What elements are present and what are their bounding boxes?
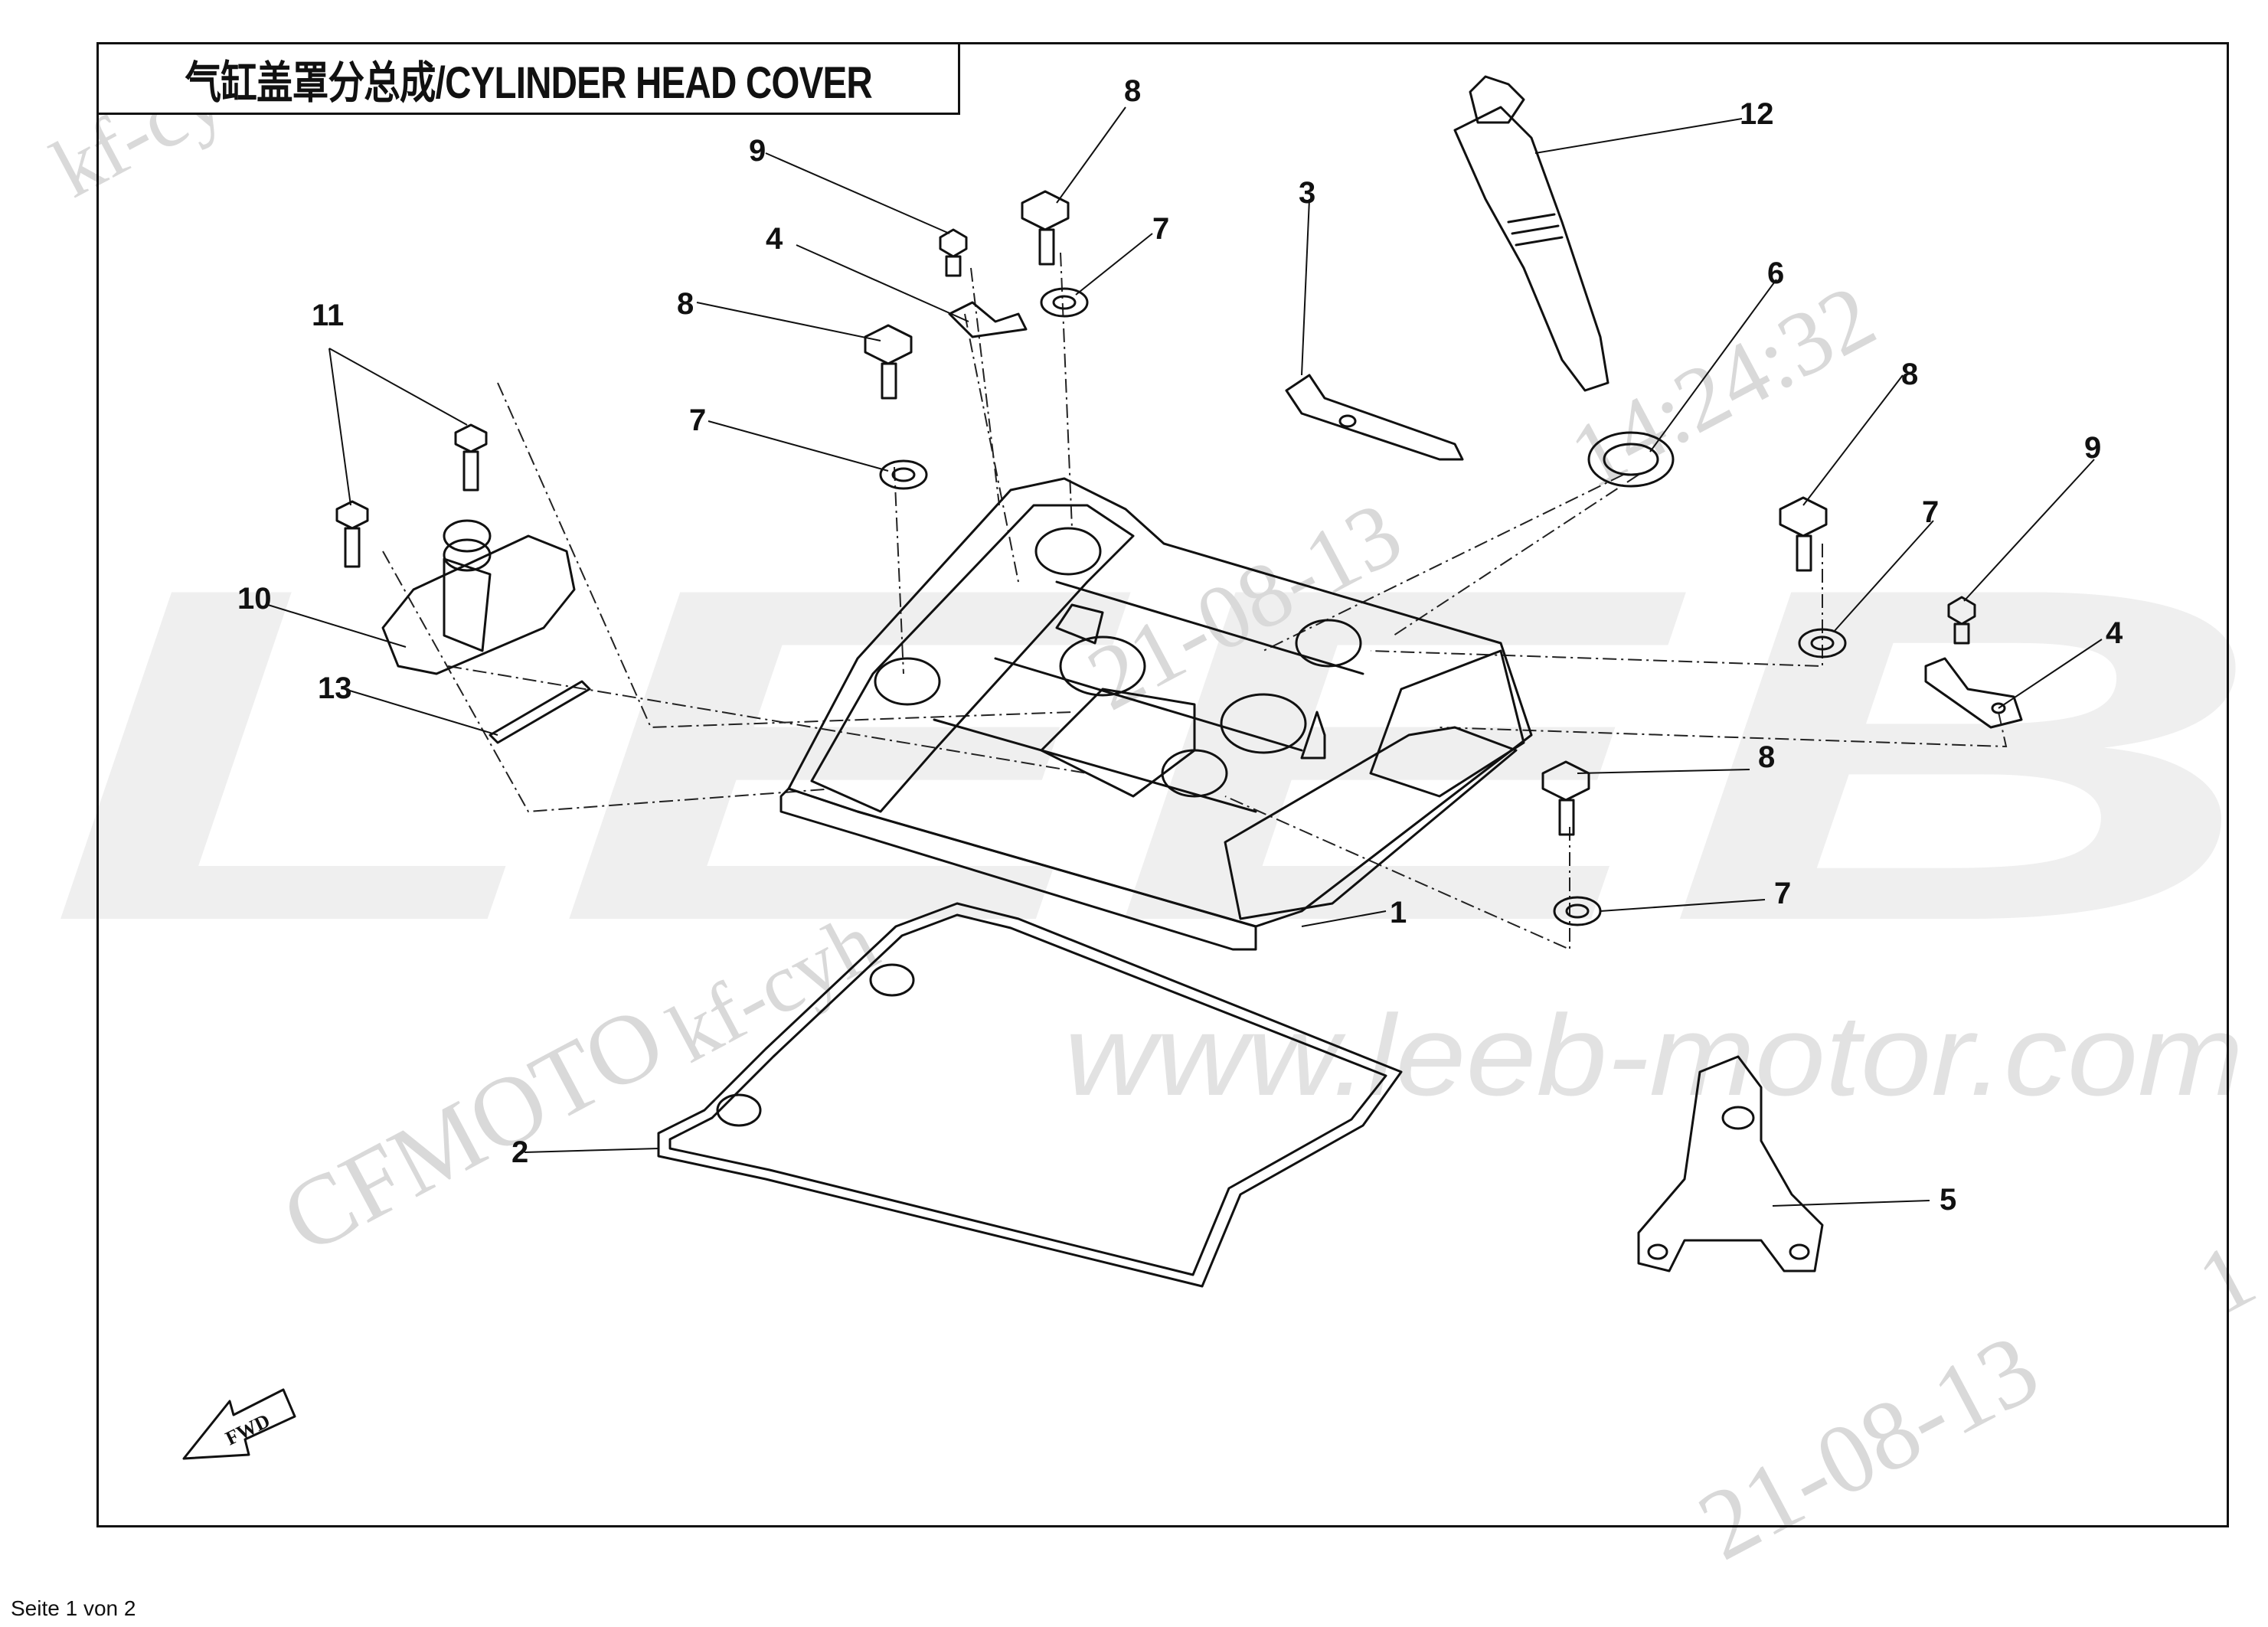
bolt-part-9-upper [939,228,968,277]
callout-labels: 1 2 3 4 4 5 6 7 7 7 7 8 8 8 8 9 9 10 11 … [237,74,2123,1217]
callout-8-upper: 8 [1124,74,1141,108]
pin-part [489,680,591,744]
bolt-part-9-right [1947,596,1976,645]
cover-gasket-part [657,902,1403,1288]
bolt-part-11-front [335,500,369,568]
bolt-part-8-right [1779,496,1828,572]
cylinder-head-cover-part [779,477,1533,951]
bolt-part-8-lower [1541,760,1590,836]
washer-part-7-upper [1040,287,1089,318]
callout-7-lower: 7 [1774,877,1791,910]
callout-8-left: 8 [677,287,694,321]
callout-2: 2 [511,1135,528,1169]
callout-6: 6 [1767,256,1784,290]
spark-plug-seal-part [1587,431,1675,488]
page-footer: Seite 1 von 2 [11,1596,136,1620]
callout-9-upper: 9 [749,134,766,168]
callout-5: 5 [1940,1183,1956,1217]
title-box: 气缸盖罩分总成/CYLINDER HEAD COVER [96,42,960,115]
watermark-brand: LEEB [46,490,2266,1020]
callout-12: 12 [1740,97,1774,131]
callout-13: 13 [318,671,352,705]
callout-10: 10 [237,582,272,616]
bolt-part-11-rear [454,423,488,492]
callout-4-upper: 4 [766,222,783,256]
clip-part [1285,374,1464,461]
ignition-coil-part [1453,75,1609,392]
bolt-part-8-upper [1021,190,1070,266]
leader-lines [267,106,2103,1207]
callout-8-right: 8 [1901,358,1918,391]
breather-cover-part [381,519,576,675]
assembly-lines [382,252,2008,951]
bolt-part-8-left [864,324,913,400]
hanger-bracket-part [1637,1055,1824,1273]
callout-7-right: 7 [1922,495,1939,529]
washer-part-7-left [879,459,928,490]
callout-1: 1 [1390,896,1407,929]
washer-part-7-right [1798,628,1847,658]
callout-11: 11 [312,299,344,332]
callout-8-lower: 8 [1758,740,1775,774]
callout-3: 3 [1299,176,1315,210]
bracket-part-upper [948,301,1028,338]
callout-4-right: 4 [2106,616,2123,650]
bracket-part-right [1924,657,2023,729]
callout-7-upper: 7 [1152,212,1169,246]
callout-7-left: 7 [689,403,706,437]
diagram-frame [96,42,2229,1527]
callout-9-right: 9 [2084,431,2101,465]
watermark-website: www.leeb-motor.com [1064,991,2243,1119]
diagram-title: 气缸盖罩分总成/CYLINDER HEAD COVER [185,57,872,108]
